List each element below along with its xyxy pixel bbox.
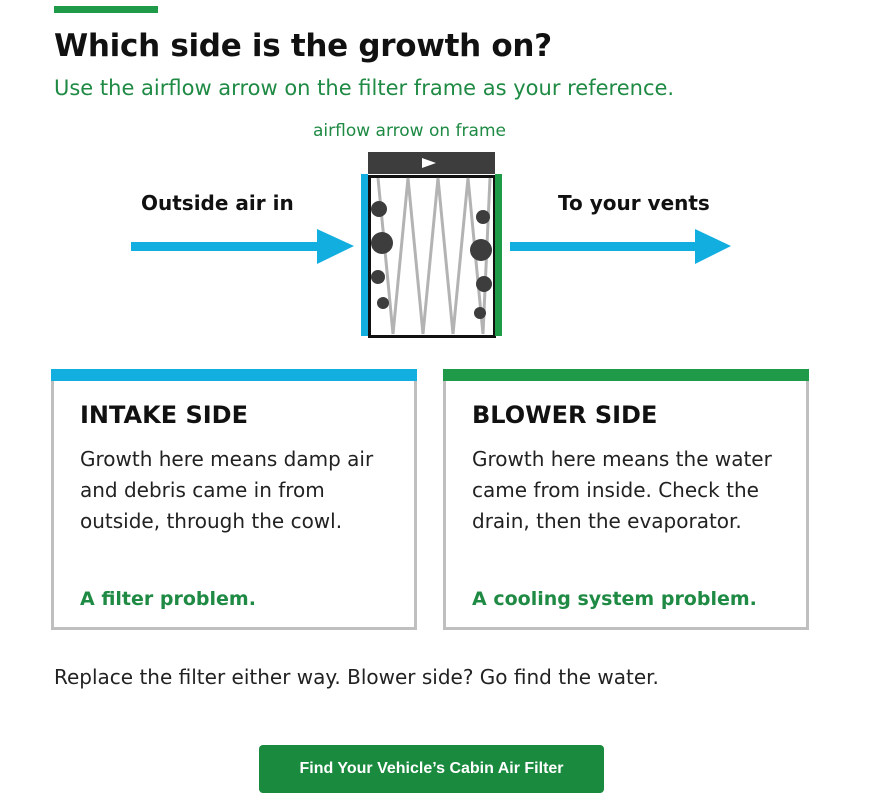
outlet-arrow-icon: [510, 229, 731, 264]
page-subtitle: Use the airflow arrow on the filter fram…: [54, 76, 675, 100]
intake-face-strip: [361, 174, 368, 336]
accent-bar: [54, 6, 158, 13]
airflow-direction-icon: [422, 158, 436, 168]
intake-card-verdict: A filter problem.: [80, 588, 256, 610]
frame-arrow-label: airflow arrow on frame: [313, 121, 506, 141]
intake-card-body: Growth here means damp air and debris ca…: [80, 447, 374, 533]
vents-label: To your vents: [558, 191, 710, 215]
airflow-diagram: airflow arrow on frame Outside air in To…: [0, 110, 877, 350]
inlet-arrow-icon: [131, 229, 354, 264]
page-title: Which side is the growth on?: [54, 28, 552, 64]
blower-card-body: Growth here means the water came from in…: [472, 447, 772, 533]
outside-air-label: Outside air in: [141, 191, 294, 215]
intake-side-card: INTAKE SIDE Growth here means damp air a…: [51, 369, 417, 630]
blower-face-strip: [495, 174, 502, 336]
find-filter-button[interactable]: Find Your Vehicle’s Cabin Air Filter: [259, 745, 604, 793]
intake-card-title: INTAKE SIDE: [80, 401, 248, 429]
blower-card-title: BLOWER SIDE: [472, 401, 658, 429]
intake-card-stripe: [51, 369, 417, 381]
blower-side-card: BLOWER SIDE Growth here means the water …: [443, 369, 809, 630]
mold-spots-icon: [371, 201, 492, 319]
cabin-filter-illustration: [361, 152, 502, 338]
summary-note: Replace the filter either way. Blower si…: [54, 665, 659, 689]
blower-card-verdict: A cooling system problem.: [472, 588, 757, 610]
blower-card-stripe: [443, 369, 809, 381]
